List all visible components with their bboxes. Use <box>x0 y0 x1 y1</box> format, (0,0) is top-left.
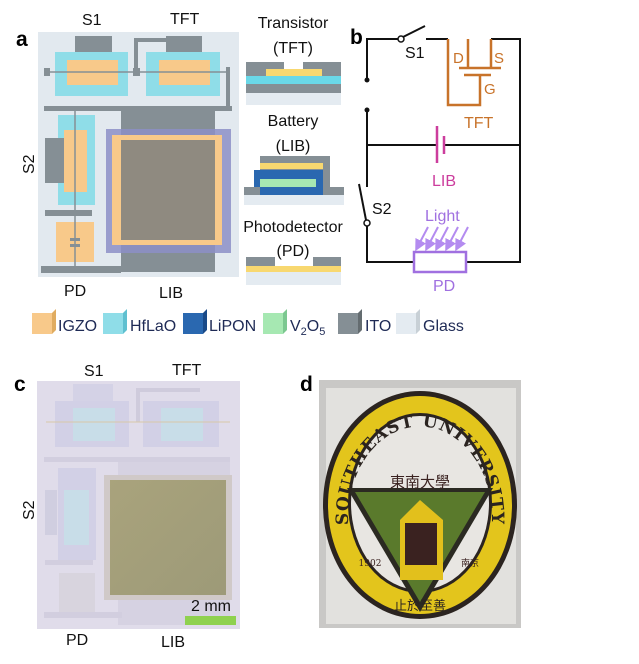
s2-ito <box>45 138 68 183</box>
ito-bar <box>44 106 232 111</box>
panel-a: a <box>16 11 464 338</box>
legend-lipon: LiPON <box>183 309 256 335</box>
pd-mark <box>70 238 80 241</box>
label-pd: PD <box>66 632 88 649</box>
layer-ito <box>244 187 260 195</box>
cross-section-pd: Photodetector (PD) <box>243 219 343 285</box>
label-source: S <box>494 50 504 67</box>
logo-motto: 止於至善 <box>394 598 446 614</box>
label-lib: LIB <box>432 173 456 190</box>
cross-section-lib: Battery (LIB) <box>244 113 344 205</box>
label-s1: S1 <box>84 363 104 380</box>
ito-bar <box>41 266 121 273</box>
label-light: Light <box>425 208 460 225</box>
s1-ito <box>75 36 112 55</box>
legend-label: LiPON <box>209 318 256 335</box>
pd-mark <box>70 244 80 247</box>
cs-title: Photodetector <box>243 219 343 236</box>
cs-title: Battery <box>268 113 319 130</box>
layer-ito <box>246 257 275 266</box>
logo-chinese-name: 東南大學 <box>390 473 450 491</box>
panel-c: c 2 mm S1 TFT S2 PD LIB <box>14 362 240 651</box>
legend-label: HfLaO <box>130 318 176 335</box>
terminal-dot <box>364 77 370 83</box>
legend-label: V2O5 <box>290 318 325 338</box>
legend-v2o5: V2O5 <box>263 309 325 338</box>
label-s2: S2 <box>372 201 392 218</box>
panel-label-a: a <box>16 28 28 51</box>
label-s2: S2 <box>21 500 38 520</box>
legend-glass: Glass <box>396 309 464 335</box>
cross-section-tft: Transistor (TFT) <box>246 15 341 105</box>
legend-label: Glass <box>423 318 464 335</box>
light-arrows-icon <box>415 226 469 252</box>
layer-hflao <box>246 76 341 84</box>
ito-line <box>226 67 230 111</box>
layer-ito <box>246 84 341 93</box>
layer-v2o5 <box>260 179 316 187</box>
logo-year: 1902 <box>359 559 382 569</box>
layer-anode <box>260 163 323 169</box>
label-s1: S1 <box>82 12 102 29</box>
scale-bar <box>185 616 236 625</box>
layer-igzo <box>246 266 341 272</box>
university-logo-photo: 東南大學 1902 南京 止於至善 SOUTHEAST UNIVERSITY <box>319 380 521 628</box>
legend-hflao: HfLaO <box>103 309 176 335</box>
cs-subtitle: (PD) <box>277 243 310 260</box>
device-layout <box>38 32 239 277</box>
lib-core <box>121 140 215 240</box>
label-tft: TFT <box>170 11 200 28</box>
layer-glass <box>246 272 341 285</box>
legend-label: IGZO <box>58 318 97 335</box>
legend: IGZO HfLaO LiPON V2O5 ITO Glass <box>32 309 464 338</box>
label-lib: LIB <box>161 634 185 651</box>
logo-city: 南京 <box>461 557 479 569</box>
panel-b: b S1 S2 D <box>350 25 521 295</box>
label-s2: S2 <box>21 154 38 174</box>
battery-symbol <box>435 126 446 163</box>
tft-labels: D S G TFT <box>453 50 504 132</box>
layer-ito <box>313 257 341 266</box>
layer-ito <box>323 187 344 195</box>
label-pd: PD <box>64 283 86 300</box>
ito-connector <box>134 38 200 72</box>
switch-s1: S1 <box>397 25 426 62</box>
layer-glass <box>246 93 341 105</box>
pad <box>44 68 50 76</box>
layer-glass <box>244 195 344 205</box>
device-photo <box>37 381 240 629</box>
label-lib: LIB <box>159 285 183 302</box>
cs-title: Transistor <box>258 15 329 32</box>
label-tft: TFT <box>464 115 494 132</box>
legend-ito: ITO <box>338 309 391 335</box>
switch-s2: S2 <box>358 183 392 227</box>
circuit-wires <box>366 38 521 263</box>
tft-symbol <box>446 39 501 107</box>
terminal-dot <box>364 107 370 113</box>
panel-label-d: d <box>300 373 313 396</box>
label-tft: TFT <box>172 362 202 379</box>
scale-bar-label: 2 mm <box>191 598 231 615</box>
label-gate: G <box>484 81 496 98</box>
label-drain: D <box>453 50 464 67</box>
legend-label: ITO <box>365 318 391 335</box>
pad <box>133 68 140 76</box>
cs-subtitle: (LIB) <box>276 138 311 155</box>
panel-label-b: b <box>350 26 363 49</box>
label-s1: S1 <box>405 45 425 62</box>
photodetector-symbol <box>412 250 468 274</box>
layer-igzo <box>266 69 322 76</box>
panel-d: d 東南大學 1902 南京 止於至善 SOUTHEAST UNIVERSITY <box>300 373 521 628</box>
label-pd: PD <box>433 278 455 295</box>
legend-igzo: IGZO <box>32 309 97 335</box>
ito-bar <box>45 210 92 216</box>
panel-label-c: c <box>14 373 26 396</box>
cs-subtitle: (TFT) <box>273 40 313 57</box>
